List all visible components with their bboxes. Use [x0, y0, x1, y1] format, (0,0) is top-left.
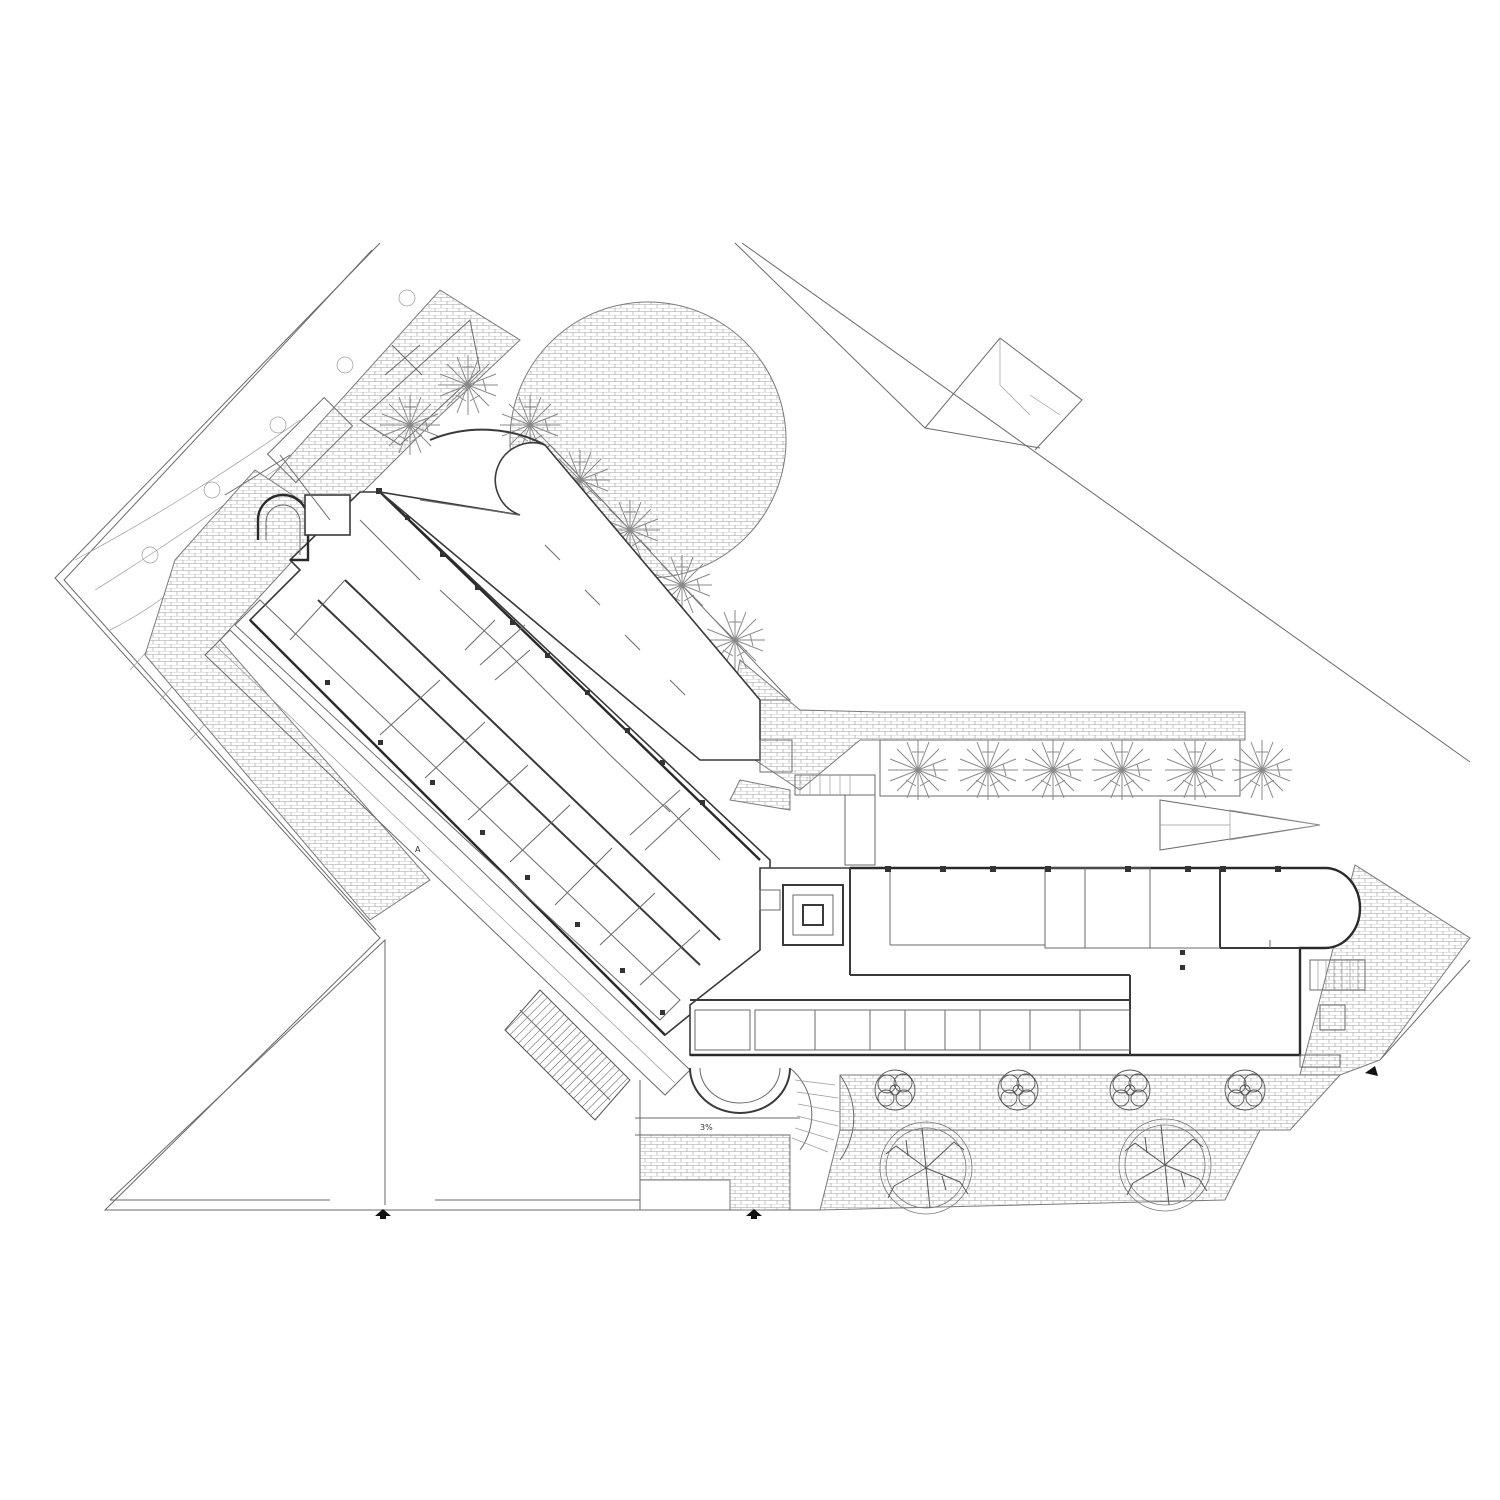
entrance-arrow-icon: [1365, 1066, 1378, 1076]
slope-note: 3%: [700, 1123, 713, 1132]
palm-tree-icon: [887, 739, 949, 801]
east-stair: [1299, 959, 1366, 1068]
palm-tree-icon: [379, 394, 441, 456]
palm-tree-icon: [437, 354, 499, 416]
section-mark: A: [415, 845, 421, 854]
entrance-arrow-icon: [746, 1209, 762, 1219]
palm-tree-icon: [1231, 739, 1293, 801]
palm-tree-icon: [957, 739, 1019, 801]
entrance-arrows: [375, 1066, 1378, 1219]
paved-walkways: [144, 289, 1471, 1211]
entrance-arrow-icon: [375, 1209, 391, 1219]
south-entrance: 3%: [635, 1067, 855, 1210]
south-road: [105, 1199, 820, 1211]
building-north-arm: [377, 428, 876, 866]
building-east-wing: [689, 866, 1362, 1057]
palm-tree-icon: [1022, 739, 1084, 801]
palm-tree-icon: [1164, 739, 1226, 801]
palm-tree-icon: [1091, 739, 1153, 801]
north-stair-tower: [224, 344, 423, 562]
hatched-ramp: [504, 989, 631, 1121]
